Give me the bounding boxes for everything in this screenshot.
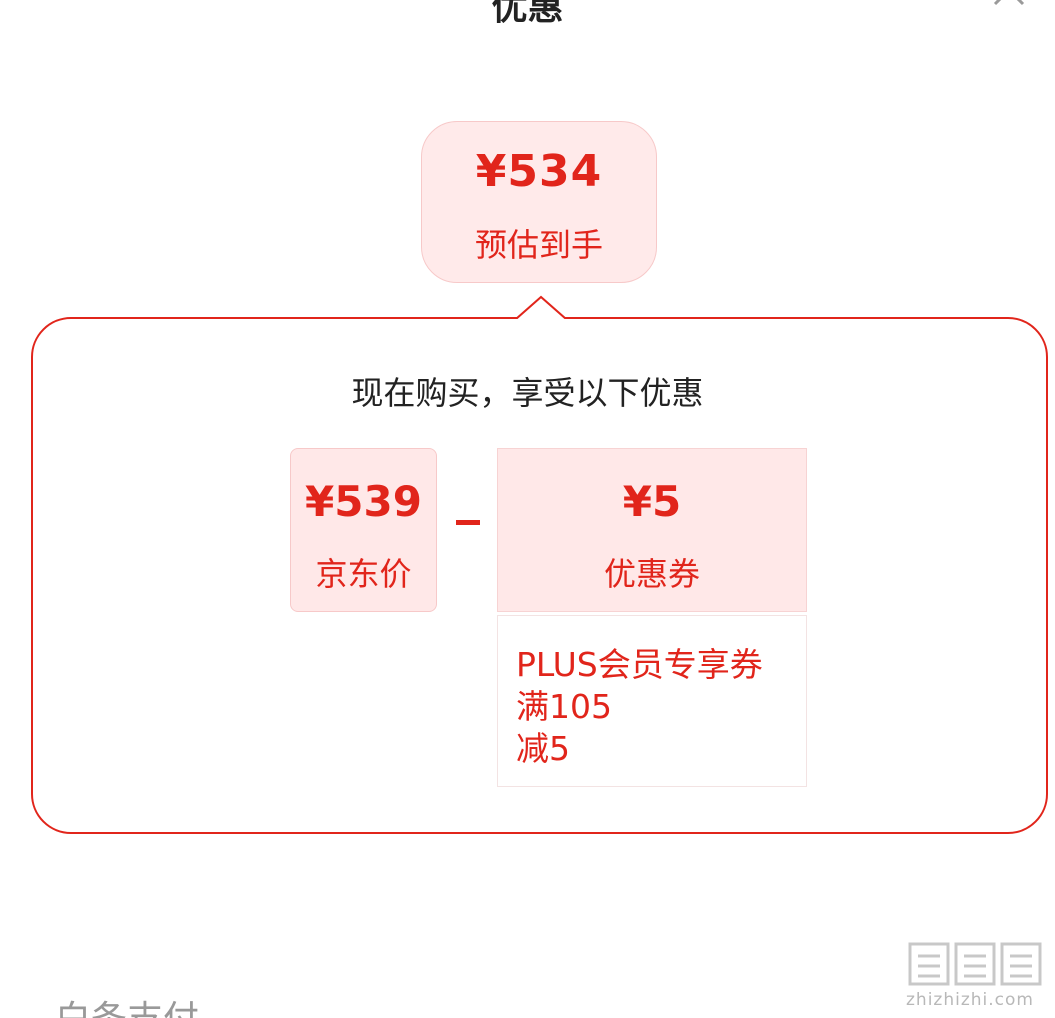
coupon-detail-discount: 减5	[516, 729, 570, 768]
panel-pointer-icon	[516, 295, 566, 321]
coupon-card: ¥5 优惠券	[497, 448, 807, 612]
jd-price-card: ¥539 京东价	[290, 448, 437, 612]
coupon-detail-threshold: 满105	[516, 687, 612, 726]
close-icon[interactable]	[985, 0, 1033, 14]
coupon-label: 优惠券	[603, 555, 700, 593]
estimated-price-label: 预估到手	[474, 226, 603, 264]
sheet-title: 优惠	[491, 0, 564, 28]
watermark-logo-icon	[908, 942, 1042, 986]
estimated-price: ¥534	[475, 146, 603, 197]
jd-price-label: 京东价	[315, 555, 412, 593]
baitiao-section-title: 白条支付	[55, 990, 199, 1018]
coupon-amount: ¥5	[622, 477, 682, 526]
minus-operator-icon	[456, 520, 480, 525]
estimated-price-card: ¥534 预估到手	[421, 121, 657, 283]
coupon-detail: PLUS会员专享券 满105 减5	[497, 615, 807, 787]
coupon-detail-name: PLUS会员专享券	[516, 645, 763, 684]
watermark-text: zhizhizhi.com	[906, 990, 1034, 1010]
breakdown-subtitle: 现在购买，享受以下优惠	[351, 374, 704, 412]
jd-price-amount: ¥539	[305, 477, 422, 526]
